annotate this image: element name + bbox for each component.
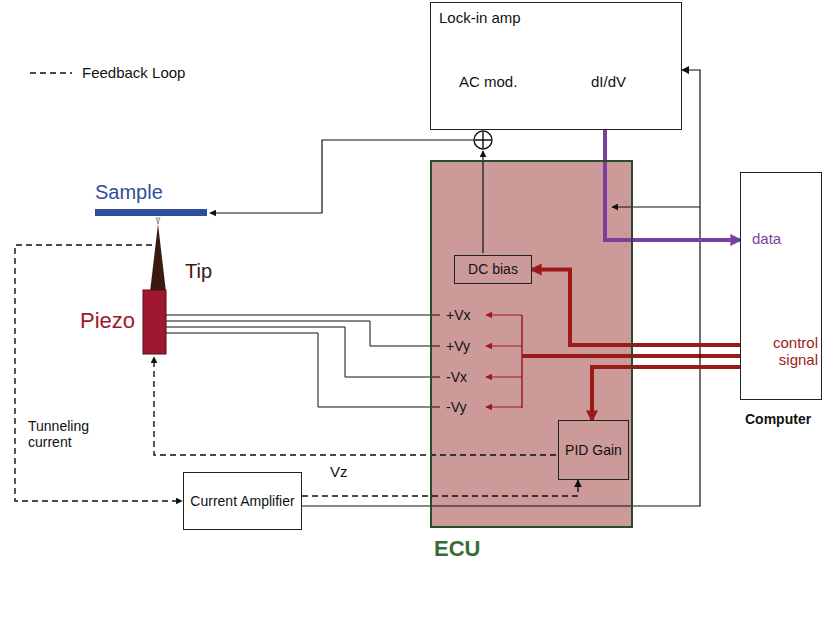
piezo-tube	[143, 290, 166, 354]
control-tick	[486, 376, 522, 377]
signal-name: control signal	[750, 334, 818, 369]
control-tick	[486, 345, 522, 346]
bias-wire	[210, 140, 474, 213]
feedback-line	[302, 480, 578, 496]
signal-name: data	[752, 230, 781, 247]
control-line	[532, 270, 740, 346]
pid-box: PID Gain	[558, 420, 629, 480]
legend-line	[30, 72, 72, 74]
control-tick	[486, 314, 522, 315]
piezo-wire	[166, 315, 440, 316]
control-bus	[522, 354, 740, 358]
legend-entry: Feedback Loop	[28, 64, 185, 81]
part-name: Tip	[185, 260, 212, 283]
legend-sample	[28, 67, 76, 79]
legend-text: Feedback Loop	[82, 64, 185, 81]
part-name: Sample	[95, 181, 163, 204]
box-label: PID Gain	[565, 442, 622, 458]
signal-name: Vz	[330, 463, 348, 480]
amplifier-box: Current Amplifier	[183, 472, 302, 530]
signal-name: +Vy	[446, 338, 470, 354]
summing-plus	[475, 132, 491, 148]
signal-wire	[302, 70, 700, 506]
signal-name: -Vx	[446, 369, 467, 385]
vz-feedback	[154, 357, 556, 455]
port-label: dI/dV	[591, 73, 626, 90]
signal-name: +Vx	[446, 307, 471, 323]
box-title: Computer	[745, 411, 811, 427]
lockin-box: Lock-in amp AC mod. dI/dV	[430, 2, 682, 130]
control-bracket	[521, 315, 523, 408]
part-name: Piezo	[80, 308, 135, 333]
piezo-wire	[166, 327, 440, 377]
summing-junction	[474, 131, 492, 149]
box-label: Current Amplifier	[190, 493, 294, 509]
signal-name: -Vy	[446, 399, 466, 415]
dc-bias-wire	[482, 151, 483, 253]
data-line	[605, 130, 740, 240]
dc-bias-box: DC bias	[454, 255, 532, 284]
control-line	[592, 367, 740, 420]
sample-plate	[95, 209, 207, 216]
tunneling-feedback	[15, 245, 182, 501]
port-label: AC mod.	[459, 73, 517, 90]
signal-name: Tunneling current	[28, 418, 112, 450]
branch-wire	[612, 206, 700, 207]
box-title: Lock-in amp	[439, 9, 521, 26]
tunneling-gap	[156, 217, 160, 224]
control-tick	[486, 406, 522, 407]
box-title: ECU	[434, 536, 480, 561]
piezo-wire	[166, 333, 440, 407]
box-label: DC bias	[468, 261, 518, 277]
tip-shape	[150, 224, 166, 292]
